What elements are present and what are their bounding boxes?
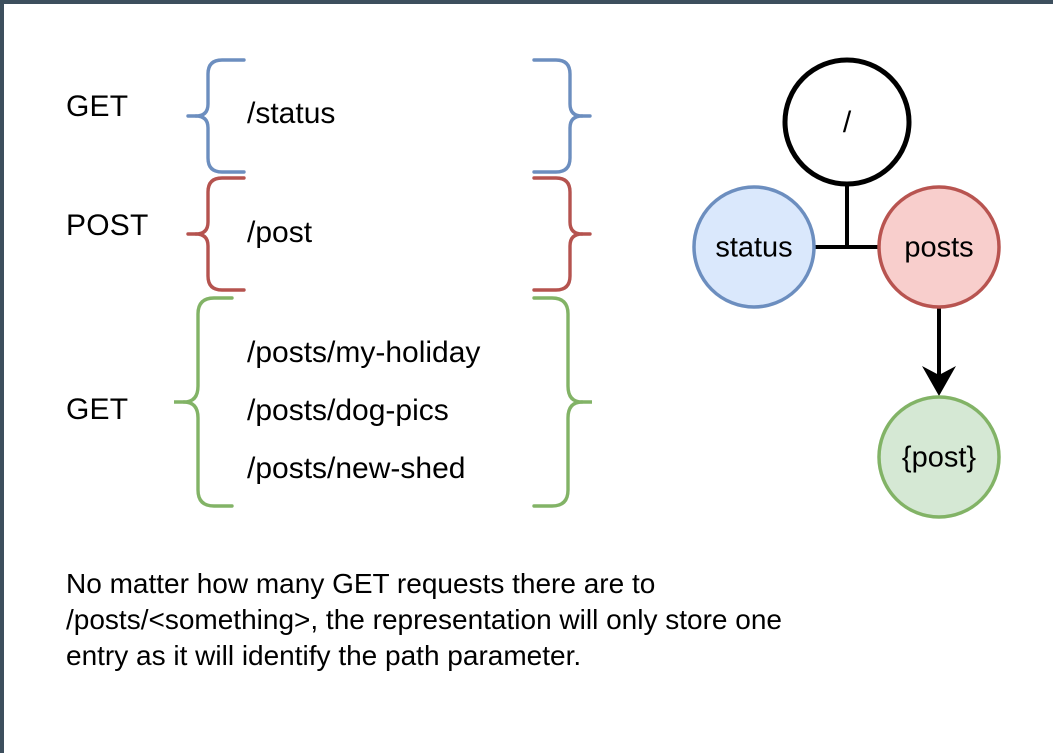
node-post-param-label: {post}	[902, 442, 976, 474]
path-posts-new-shed: /posts/new-shed	[247, 452, 466, 485]
node-root-circle[interactable]	[782, 57, 912, 187]
brace-left-group-2	[186, 174, 246, 299]
node-status-circle[interactable]	[692, 185, 816, 309]
node-posts-circle[interactable]	[877, 185, 1001, 309]
brace-right-group-2	[532, 174, 592, 299]
method-label-get-status: GET	[66, 90, 129, 123]
node-posts-label: posts	[904, 232, 973, 264]
caption-line-3: entry as it will identify the path param…	[66, 639, 582, 671]
route-tree-graph: / status posts {post}	[692, 57, 1001, 519]
brace-left-group-3	[172, 294, 234, 519]
arrowhead-posts-post	[922, 366, 956, 396]
node-status-label: status	[715, 232, 792, 264]
caption-line-2: /posts/<something>, the representation w…	[66, 603, 782, 635]
node-post-param-circle[interactable]	[877, 395, 1001, 519]
brace-right-group-3	[532, 294, 594, 519]
path-post: /post	[247, 216, 313, 249]
node-root-label: /	[843, 106, 852, 139]
path-posts-dog-pics: /posts/dog-pics	[247, 394, 449, 427]
caption-line-1: No matter how many GET requests there ar…	[66, 568, 656, 599]
path-status: /status	[247, 97, 336, 130]
method-label-post: POST	[66, 209, 149, 242]
method-label-get-posts: GET	[66, 393, 129, 426]
brace-left-group-1	[186, 56, 246, 181]
path-posts-my-holiday: /posts/my-holiday	[247, 336, 481, 369]
brace-right-group-1	[532, 56, 592, 181]
caption: No matter how many GET requests there ar…	[66, 566, 966, 673]
